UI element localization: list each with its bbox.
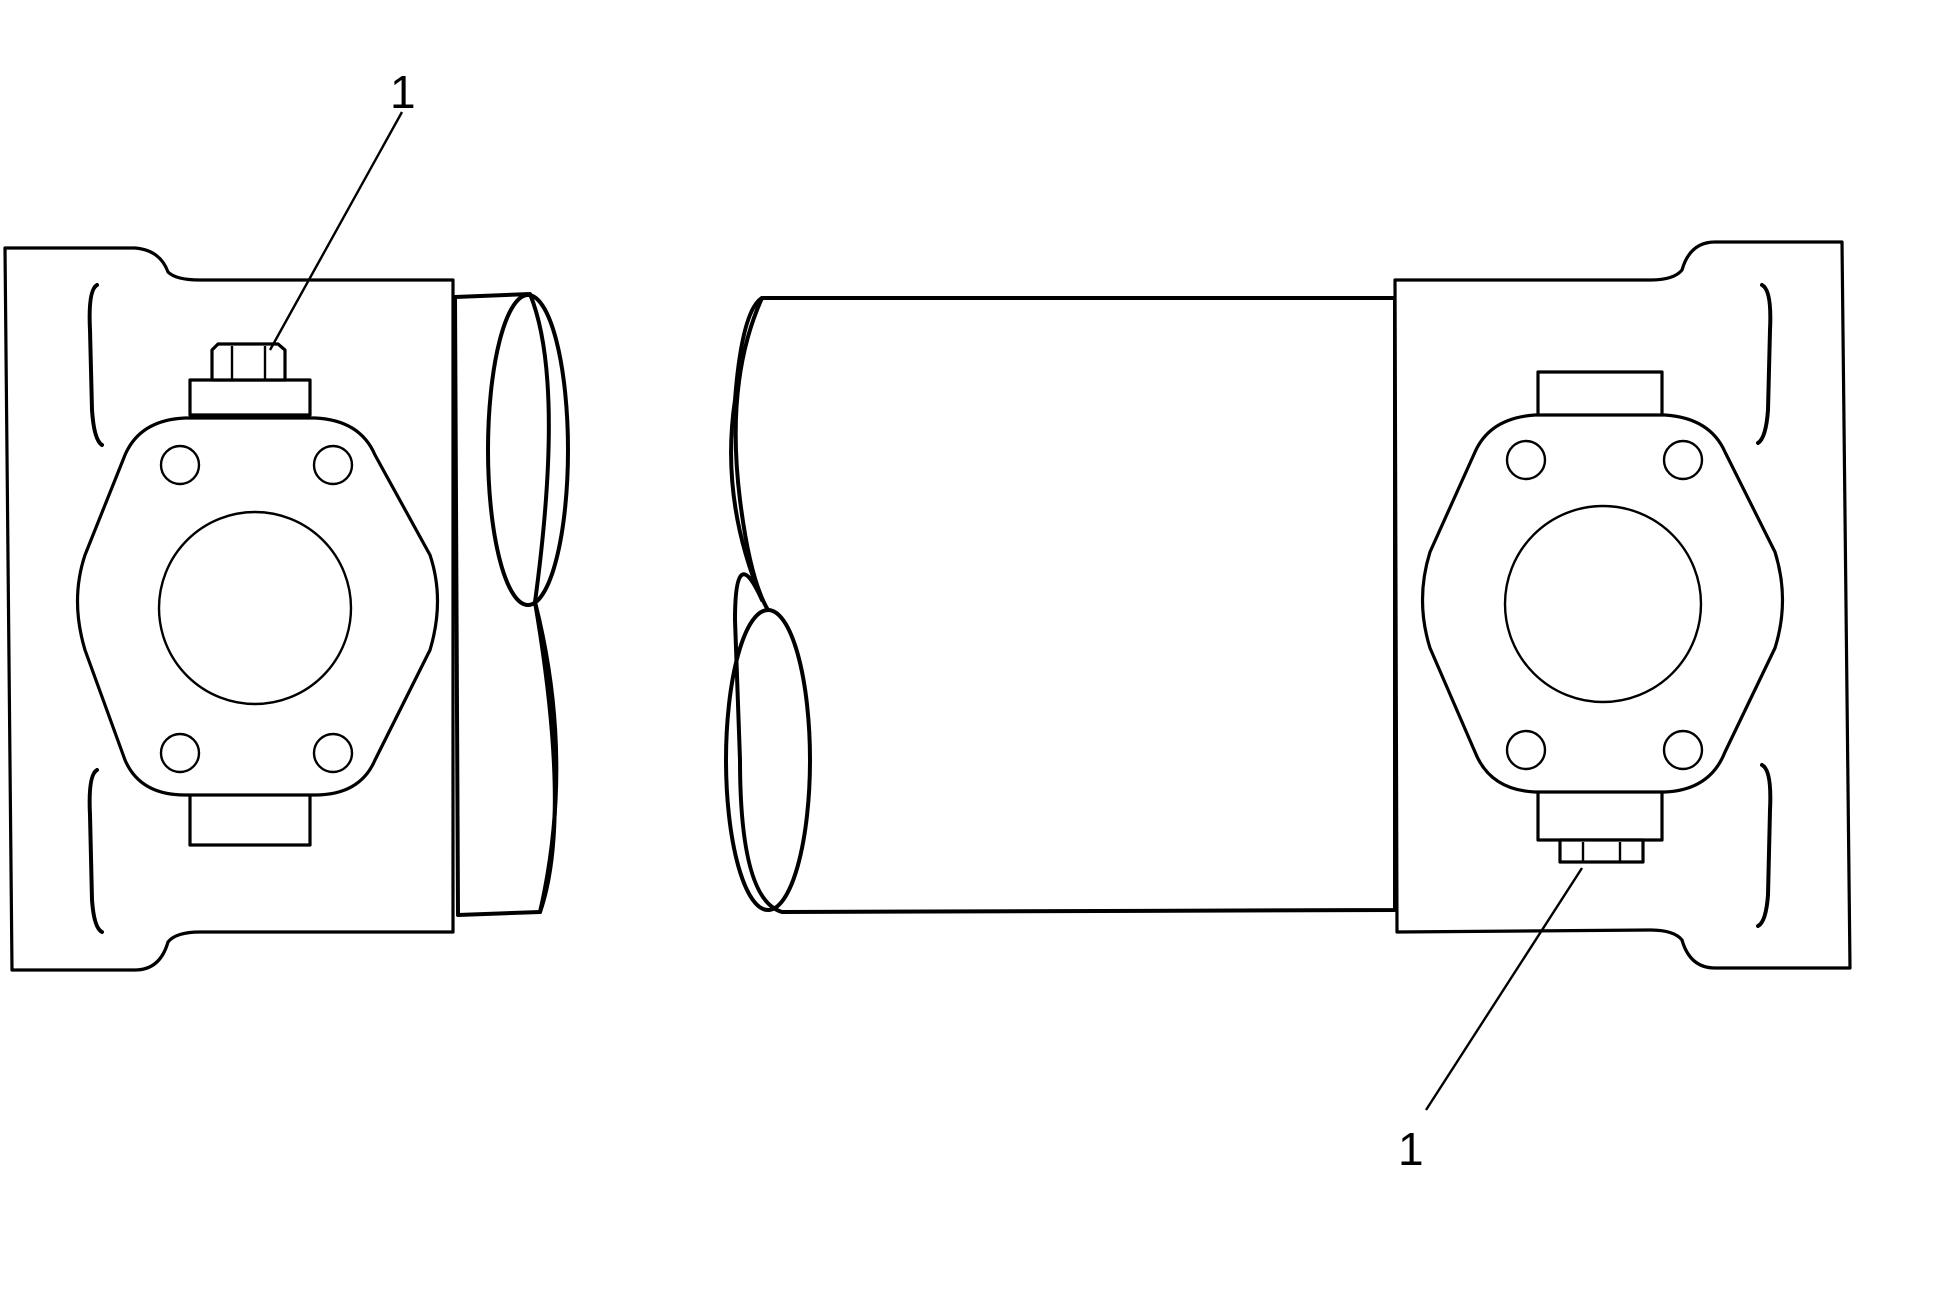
right-bolt-hole-bl [1505, 729, 1547, 771]
right-bolt-head [1558, 838, 1645, 864]
left-yoke-assembly [3, 246, 570, 972]
left-bolt-head [210, 342, 287, 382]
left-top-bolt-boss [188, 378, 312, 417]
right-bolt-hole-tl [1505, 439, 1547, 481]
left-tube-stub [453, 292, 570, 917]
callout-right: 1 [1398, 867, 1584, 1175]
right-flange-plate [1420, 413, 1785, 794]
right-bottom-boss [1536, 788, 1664, 842]
callout-left: 1 [268, 66, 416, 351]
callout-left-label: 1 [390, 66, 416, 118]
right-bolt-hole-tr [1662, 439, 1704, 481]
left-bolt-hole-tl [159, 444, 201, 486]
left-bearing-cap [157, 510, 353, 706]
callout-left-leader [268, 111, 404, 351]
main-tube [724, 296, 1397, 914]
right-bearing-cap [1503, 504, 1703, 704]
left-bolt-hole-tr [312, 444, 354, 486]
right-yoke-assembly [1393, 240, 1852, 970]
right-bolt-hole-br [1662, 729, 1704, 771]
callout-right-leader [1424, 867, 1584, 1111]
left-bolt-hole-br [312, 732, 354, 774]
left-flange-plate [75, 416, 440, 797]
left-bolt-hole-bl [159, 732, 201, 774]
right-top-boss [1536, 370, 1664, 422]
callout-right-label: 1 [1398, 1123, 1424, 1175]
